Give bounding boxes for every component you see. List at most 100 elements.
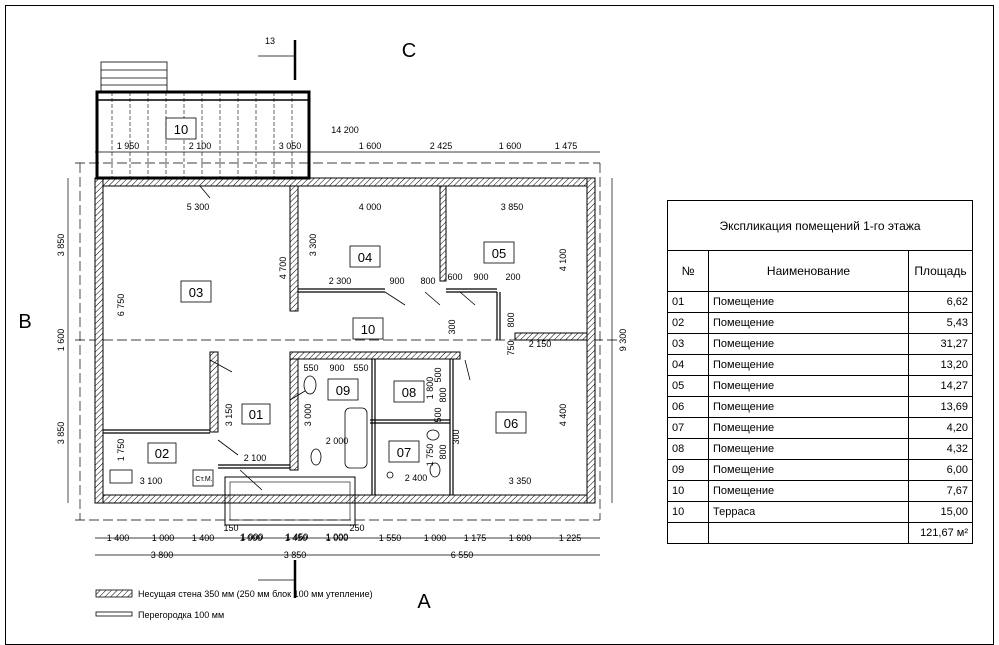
bottom-dim: 1 000 — [152, 533, 175, 543]
interior-dim: 1 000 — [326, 532, 349, 542]
interior-dim: 500 — [433, 407, 443, 422]
interior-dim: 2 100 — [244, 453, 267, 463]
bottom-dim: 1 000 — [424, 533, 447, 543]
row-number: 08 — [667, 438, 709, 460]
top-dim: 1 475 — [555, 141, 578, 151]
svg-text:08: 08 — [402, 385, 416, 400]
room-label: 06 — [495, 411, 527, 434]
overall-height: 9 300 — [618, 329, 628, 352]
left-dim: 1 600 — [56, 329, 66, 352]
row-number: 07 — [667, 417, 709, 439]
dimension-lines — [67, 40, 613, 598]
row-area: 14,27 — [908, 375, 973, 397]
interior-dim: 150 — [223, 523, 238, 533]
row-name: Помещение — [708, 459, 909, 481]
sanitary-fixtures — [109, 375, 441, 487]
interior-dim: 2 150 — [529, 339, 552, 349]
axis-label-top: C — [402, 40, 416, 62]
door-swings — [199, 185, 476, 491]
overall-width: 14 200 — [331, 125, 359, 135]
interior-dim: 800 — [420, 276, 435, 286]
partitions — [103, 288, 501, 495]
row-name: Терраса — [708, 501, 909, 523]
axis-label-bottom: A — [417, 591, 431, 613]
interior-dim: 1 750 — [425, 444, 435, 467]
interior-dim: 4 700 — [278, 257, 288, 280]
interior-dim: 3 150 — [224, 404, 234, 427]
interior-dim: 4 100 — [558, 249, 568, 272]
top-dim: 1 600 — [359, 141, 382, 151]
row-name: Помещение — [708, 396, 909, 418]
row-number: 04 — [667, 354, 709, 376]
header-area: Площадь — [908, 250, 973, 292]
room-label: 07 — [388, 440, 420, 463]
interior-dim: 3 850 — [501, 202, 524, 212]
svg-text:10: 10 — [361, 322, 375, 337]
interior-dim: 2 400 — [405, 473, 428, 483]
total-row: 121,67 м² — [667, 522, 973, 544]
svg-text:05: 05 — [492, 246, 506, 261]
interior-dim: 900 — [329, 363, 344, 373]
room-label: 08 — [393, 380, 425, 403]
row-number: 01 — [667, 291, 709, 313]
svg-text:04: 04 — [358, 250, 372, 265]
interior-dim: 900 — [389, 276, 404, 286]
room-label: 10 — [165, 117, 197, 140]
interior-dim: 300 — [447, 319, 457, 334]
interior-dim: 2 000 — [326, 436, 349, 446]
interior-dim: 3 350 — [509, 476, 532, 486]
interior-dim: 800 — [506, 312, 516, 327]
interior-dim: 1 750 — [116, 439, 126, 462]
legend-partition: Перегородка 100 мм — [138, 610, 225, 620]
header-name: Наименование — [708, 250, 909, 292]
interior-dim: 550 — [303, 363, 318, 373]
interior-dim: 200 — [505, 272, 520, 282]
bottom-dim: 1 000 — [326, 533, 349, 543]
interior-dim: 1 800 — [425, 377, 435, 400]
svg-text:09: 09 — [336, 383, 350, 398]
legend-partition-swatch — [95, 611, 133, 617]
row-number: 03 — [667, 333, 709, 355]
legend-bearing-swatch — [95, 589, 133, 598]
row-area: 6,00 — [908, 459, 973, 481]
row-number: 10 — [667, 501, 709, 523]
svg-text:07: 07 — [397, 445, 411, 460]
interior-dim: 250 — [349, 523, 364, 533]
bottom-dim-total: 3 850 — [284, 550, 307, 560]
svg-text:10: 10 — [174, 122, 188, 137]
bottom-dim-total: 3 800 — [151, 550, 174, 560]
left-dim: 3 850 — [56, 422, 66, 445]
interior-dim: 3 000 — [303, 404, 313, 427]
bottom-dim: 1 400 — [107, 533, 130, 543]
interior-dim: 600 — [447, 272, 462, 282]
row-area: 13,69 — [908, 396, 973, 418]
row-number: 06 — [667, 396, 709, 418]
row-name: Помещение — [708, 375, 909, 397]
row-name: Помещение — [708, 417, 909, 439]
row-number: 02 — [667, 312, 709, 334]
room-label: 01 — [241, 403, 271, 425]
top-dim: 1 950 — [117, 141, 140, 151]
terrace-structure — [95, 61, 311, 180]
row-number: 09 — [667, 459, 709, 481]
floor-plan: C B A 13 14 200 9 300 1 950 2 100 3 050 … — [18, 36, 628, 617]
bottom-dim: 1 175 — [464, 533, 487, 543]
interior-dim: 800 — [438, 444, 448, 459]
bottom-dim: 1 000 — [240, 533, 263, 543]
interior-dim: 800 — [438, 387, 448, 402]
section-mark: 13 — [265, 36, 275, 46]
row-area: 4,32 — [908, 438, 973, 460]
bearing-walls — [94, 177, 596, 504]
legend-bearing-wall: Несущая стена 350 мм (250 мм блок 100 мм… — [138, 589, 373, 599]
row-number: 10 — [667, 480, 709, 502]
room-label: 05 — [483, 241, 515, 264]
explication-title-row: Экспликация помещений 1-го этажа — [667, 200, 973, 251]
room-label: 09 — [327, 378, 359, 401]
